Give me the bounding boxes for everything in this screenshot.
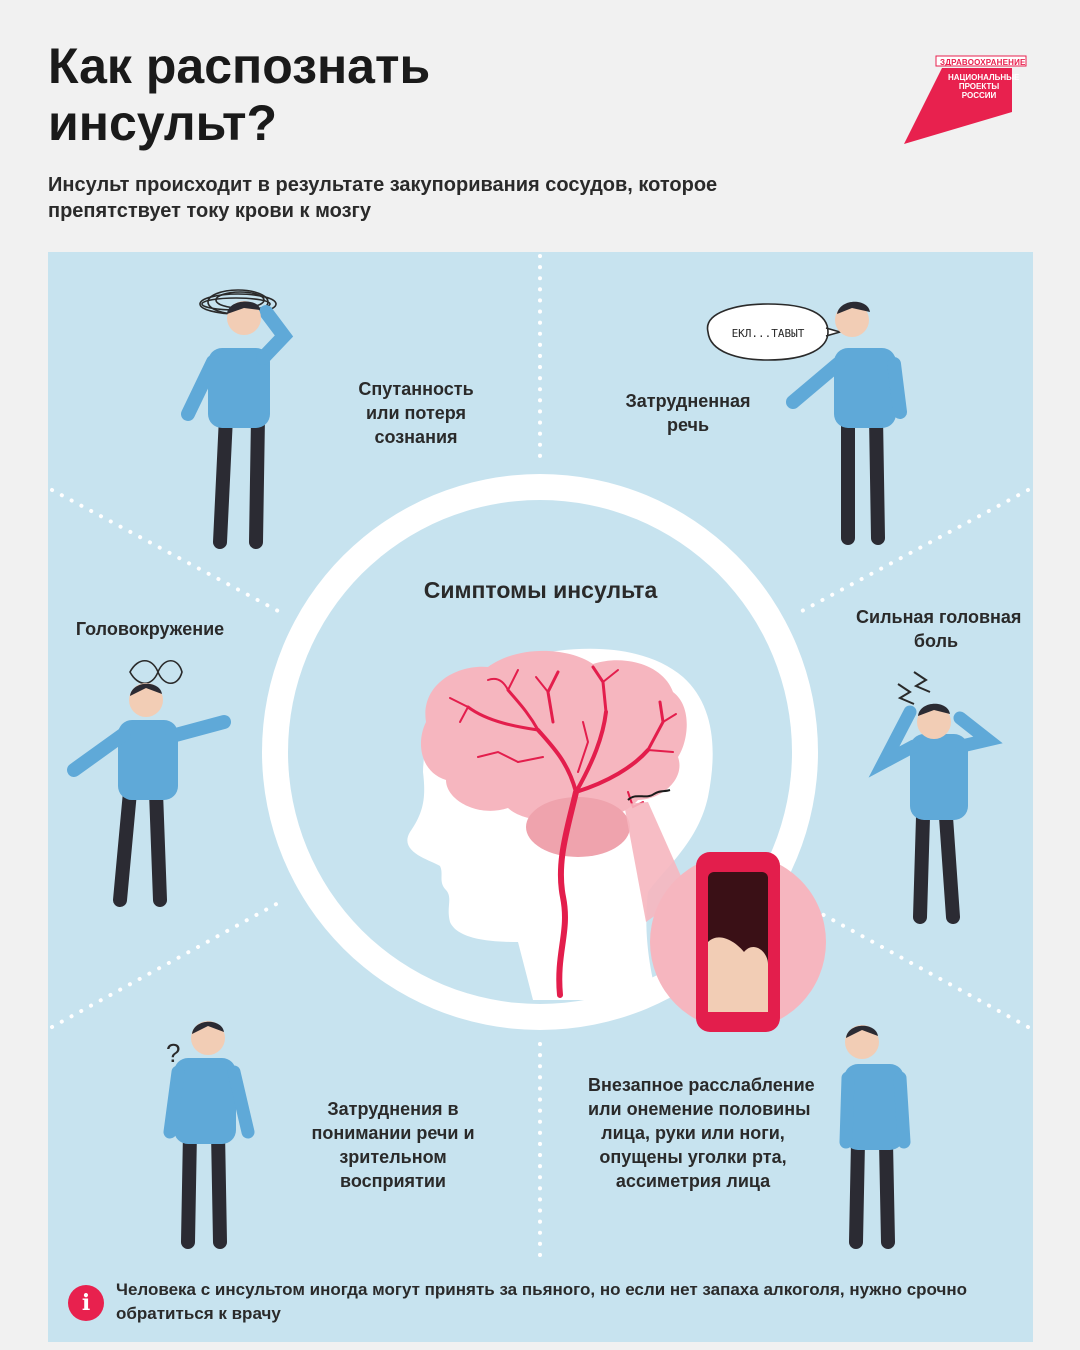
info-icon: i: [68, 1285, 104, 1321]
blood-vessels: [449, 665, 677, 998]
blocked-vessel-icon: [627, 789, 671, 801]
symptoms-illustration: ЕКЛ...ТАВЫТ: [50, 254, 1030, 1259]
symptoms-panel: ЕКЛ...ТАВЫТ: [48, 252, 1033, 1342]
brain-icon: [420, 650, 687, 857]
center-title: Симптомы инсульта: [423, 577, 658, 603]
person-dizziness: [67, 659, 231, 907]
speech-bubble-icon: ЕКЛ...ТАВЫТ: [706, 303, 843, 361]
lightning-icon: [897, 671, 931, 705]
person-headache: [868, 671, 1003, 924]
page-subtitle: Инсульт происходит в результате закупори…: [48, 174, 718, 222]
magnified-vessel-icon: [650, 852, 826, 1032]
person-speech: ЕКЛ...ТАВЫТ: [706, 301, 907, 545]
national-projects-logo: ЗДРАВООХРАНЕНИЕ НАЦИОНАЛЬНЫЕ ПРОЕКТЫ РОС…: [900, 52, 1040, 148]
logo-tag: ЗДРАВООХРАНЕНИЕ: [940, 58, 1026, 67]
person-confusion: [181, 289, 294, 549]
question-mark-icon: ?: [166, 1038, 180, 1068]
infinity-icon: [129, 659, 183, 685]
symptom-dizziness: Головокружение: [75, 619, 225, 639]
warning-note: Человека с инсультом иногда могут принят…: [116, 1280, 968, 1323]
person-understanding: ?: [163, 1021, 255, 1249]
page-title: Как распознать инсульт?: [48, 38, 431, 151]
logo-name: НАЦИОНАЛЬНЫЕ ПРОЕКТЫ РОССИИ: [948, 73, 1020, 100]
speech-text: ЕКЛ...ТАВЫТ: [732, 327, 805, 340]
person-numbness: [839, 1025, 911, 1249]
logo-flag-icon: [904, 55, 1027, 144]
